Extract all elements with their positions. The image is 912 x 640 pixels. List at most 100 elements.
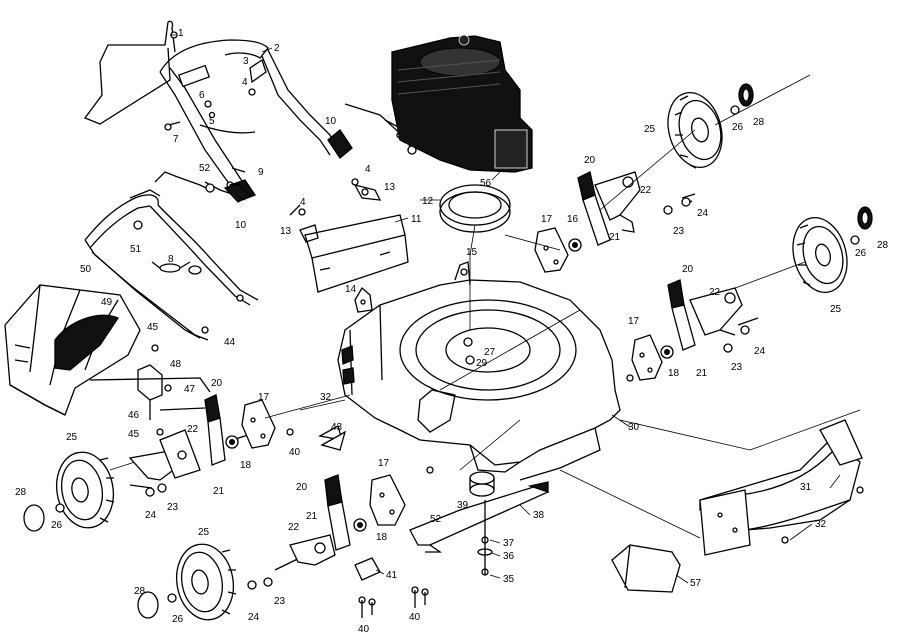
label-p21c: 21 bbox=[213, 486, 225, 497]
label-p40b: 40 bbox=[358, 624, 370, 635]
label-p10a: 10 bbox=[325, 116, 337, 127]
label-p13a: 13 bbox=[384, 182, 396, 193]
mower-deck bbox=[337, 261, 634, 481]
label-p14: 14 bbox=[345, 284, 357, 295]
wheel-rear-right-upper bbox=[667, 74, 811, 169]
rear-door-hinge bbox=[89, 344, 211, 436]
label-p40c: 40 bbox=[409, 612, 421, 623]
label-p16: 16 bbox=[567, 214, 579, 225]
label-p15: 15 bbox=[466, 247, 478, 258]
label-p25a: 25 bbox=[644, 124, 656, 135]
label-p44: 44 bbox=[224, 337, 236, 348]
adjuster-plate-right bbox=[631, 334, 674, 381]
label-p49: 49 bbox=[101, 297, 113, 308]
label-p38: 38 bbox=[533, 510, 545, 521]
label-p18b: 18 bbox=[240, 460, 252, 471]
label-p5: 5 bbox=[209, 116, 215, 127]
leader-lines bbox=[170, 34, 841, 584]
label-p11: 11 bbox=[411, 214, 422, 225]
label-p9: 9 bbox=[258, 167, 264, 178]
label-p23b: 23 bbox=[731, 362, 743, 373]
label-p43: 43 bbox=[331, 422, 343, 433]
label-p24d: 24 bbox=[248, 612, 260, 623]
label-p24c: 24 bbox=[145, 510, 157, 521]
label-p17c: 17 bbox=[258, 392, 270, 403]
rear-baffle bbox=[304, 184, 409, 293]
wing-nut bbox=[151, 261, 202, 275]
label-p40a: 40 bbox=[289, 447, 301, 458]
label-p45b: 45 bbox=[128, 429, 140, 440]
label-p52b: 52 bbox=[430, 514, 442, 525]
bracket-41 bbox=[354, 557, 429, 618]
height-adjuster-lower bbox=[289, 474, 406, 566]
handle-knob-hardware bbox=[164, 58, 267, 134]
label-p28b: 28 bbox=[877, 240, 889, 251]
label-p20c: 20 bbox=[211, 378, 223, 389]
label-p24a: 24 bbox=[697, 208, 709, 219]
mower-blade bbox=[409, 481, 550, 553]
label-p25d: 25 bbox=[198, 527, 210, 538]
label-p2: 2 bbox=[274, 43, 280, 54]
height-adjuster-right bbox=[667, 279, 759, 353]
wheel-rear-right-lower bbox=[729, 206, 873, 293]
label-p26b: 26 bbox=[855, 248, 867, 259]
label-p26d: 26 bbox=[172, 614, 184, 625]
wheel-front-left-upper bbox=[23, 451, 136, 532]
label-p3: 3 bbox=[243, 56, 249, 67]
label-p25c: 25 bbox=[66, 432, 78, 443]
label-p57: 57 bbox=[690, 578, 702, 589]
lower-handle bbox=[84, 189, 259, 341]
part-labels: 1 2 3 4 5 6 7 8 9 10 10 4 13 4 13 11 12 … bbox=[15, 28, 889, 635]
label-p17b: 17 bbox=[628, 316, 640, 327]
label-p25b: 25 bbox=[830, 304, 842, 315]
label-p17d: 17 bbox=[378, 458, 390, 469]
upper-handle-bracket bbox=[83, 20, 178, 125]
label-p45a: 45 bbox=[147, 322, 159, 333]
label-p39: 39 bbox=[457, 500, 469, 511]
height-adjuster-left bbox=[128, 394, 259, 497]
height-adjuster-upper bbox=[577, 171, 696, 246]
label-p1: 1 bbox=[178, 28, 184, 39]
label-p28d: 28 bbox=[134, 586, 146, 597]
label-p22d: 22 bbox=[288, 522, 300, 533]
label-p32b: 32 bbox=[815, 519, 827, 530]
label-p52a: 52 bbox=[199, 163, 211, 174]
label-p50: 50 bbox=[80, 264, 92, 275]
label-p48: 48 bbox=[170, 359, 182, 370]
adjuster-plate-left bbox=[225, 399, 343, 449]
label-p30: 30 bbox=[628, 422, 640, 433]
label-p22c: 22 bbox=[187, 424, 199, 435]
label-p10b: 10 bbox=[235, 220, 247, 231]
blade-adapter bbox=[426, 466, 495, 576]
label-p56: 56 bbox=[480, 178, 492, 189]
label-p26c: 26 bbox=[51, 520, 63, 531]
bracket-14 bbox=[354, 286, 373, 313]
label-p46: 46 bbox=[128, 410, 140, 421]
label-p20d: 20 bbox=[296, 482, 308, 493]
label-p20b: 20 bbox=[682, 264, 694, 275]
label-p21d: 21 bbox=[306, 511, 318, 522]
label-p21a: 21 bbox=[609, 232, 621, 243]
grass-catcher-bag bbox=[4, 284, 141, 416]
bracket-43 bbox=[320, 430, 347, 451]
label-p47: 47 bbox=[184, 384, 196, 395]
label-p17a: 17 bbox=[541, 214, 553, 225]
label-p22a: 22 bbox=[640, 185, 652, 196]
label-p41: 41 bbox=[386, 570, 398, 581]
label-p36: 36 bbox=[503, 551, 515, 562]
label-p6: 6 bbox=[199, 90, 205, 101]
small-bolts-4-13 bbox=[289, 178, 369, 243]
chute-door-cover bbox=[611, 544, 681, 593]
label-p28a: 28 bbox=[753, 117, 765, 128]
label-p12: 12 bbox=[422, 196, 434, 207]
engine-adapter-ring bbox=[439, 184, 511, 233]
wheel-front-left-lower bbox=[137, 543, 321, 621]
side-discharge-chute bbox=[559, 409, 864, 556]
label-p20a: 20 bbox=[584, 155, 596, 166]
label-p4a: 4 bbox=[242, 77, 248, 88]
label-p22b: 22 bbox=[709, 287, 721, 298]
label-p13b: 13 bbox=[280, 226, 292, 237]
label-p4b: 4 bbox=[365, 164, 371, 175]
label-p23c: 23 bbox=[167, 502, 179, 513]
label-p31: 31 bbox=[800, 482, 812, 493]
